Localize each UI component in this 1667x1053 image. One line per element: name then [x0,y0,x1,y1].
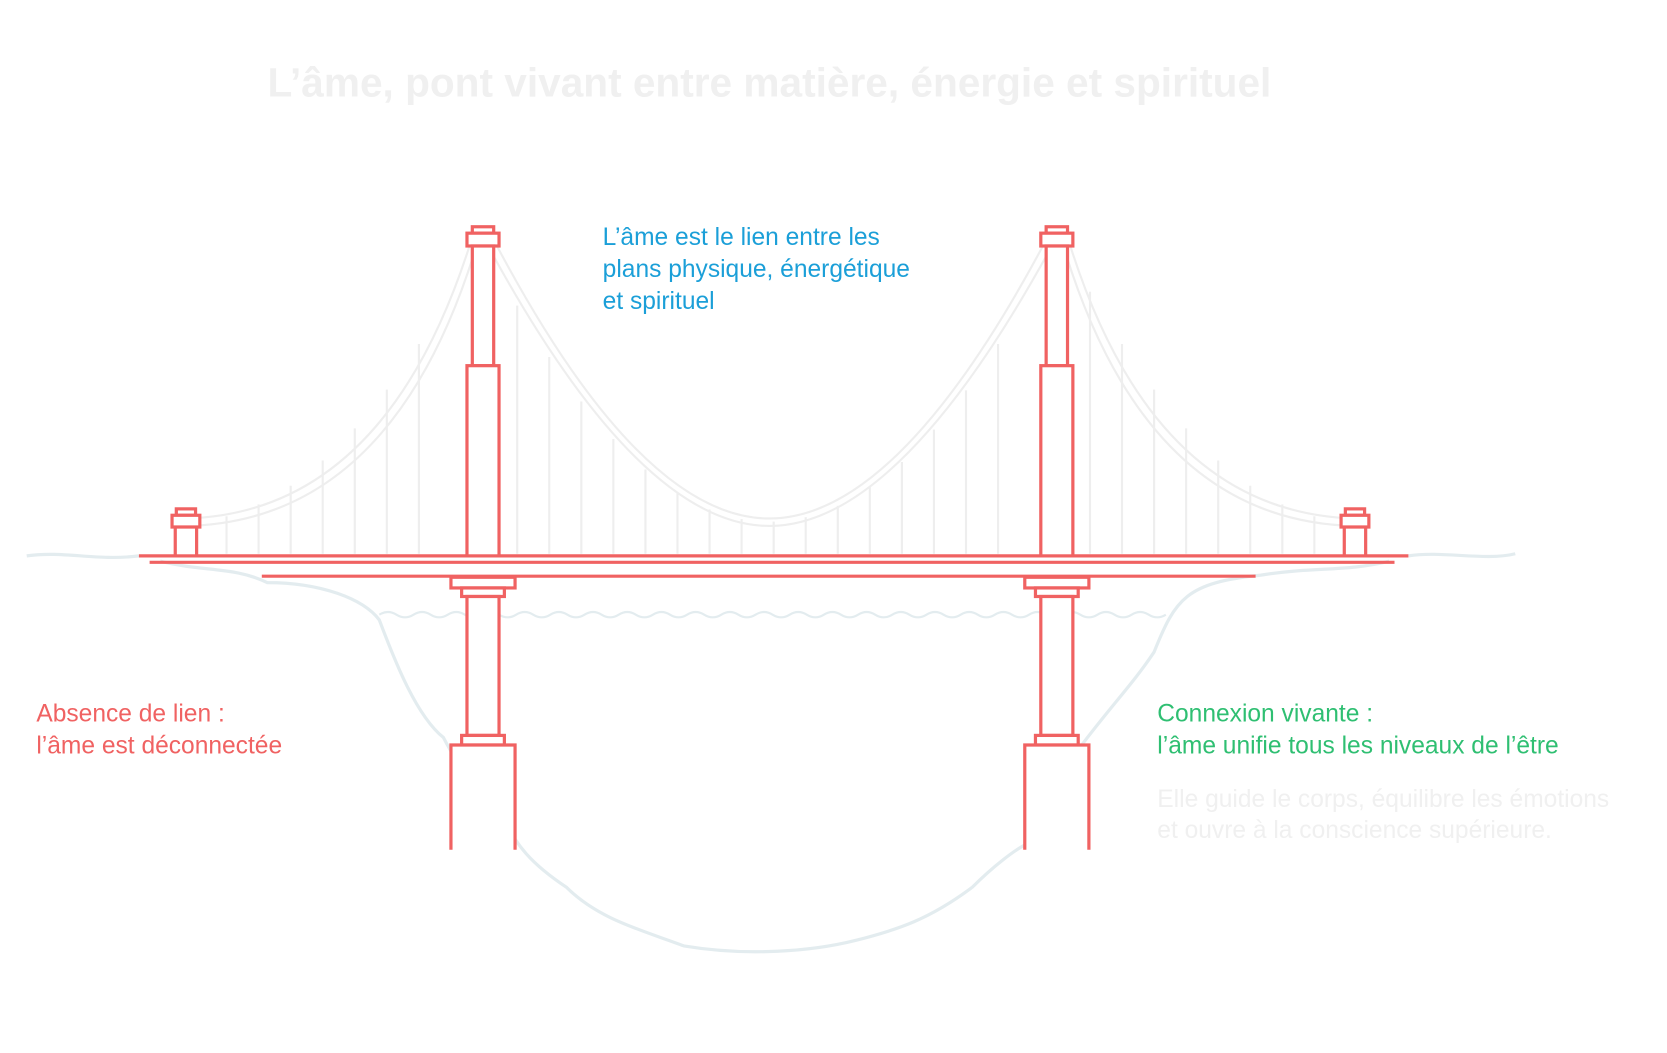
suspender-lines [225,291,1316,554]
gorge-outline [26,552,1516,954]
left-note-line: Absence de lien : [36,701,224,728]
center-note-line: et spirituel [603,288,715,315]
tower-left [449,225,517,850]
diagram-title: L’âme, pont vivant entre matière, énergi… [267,59,1271,105]
center-note-line: plans physique, énergétique [603,256,910,283]
tower-right [1023,225,1091,850]
center-note: L’âme est le lien entre les plans physiq… [603,224,910,315]
right-note-line: l’âme unifie tous les niveaux de l’être [1157,733,1558,760]
left-note: Absence de lien : l’âme est déconnectée [36,701,282,760]
right-note: Connexion vivante : l’âme unifie tous le… [1157,701,1609,844]
center-note-line: L’âme est le lien entre les [603,224,880,251]
end-post-right [1339,507,1371,558]
right-note-line: Connexion vivante : [1157,701,1373,728]
right-note-detail: et ouvre à la conscience supérieure. [1157,817,1552,844]
water-line [378,610,1167,619]
left-note-line: l’âme est déconnectée [36,733,282,760]
end-post-left [170,507,202,558]
suspension-cables [185,243,1356,528]
right-note-detail: Elle guide le corps, équilibre les émoti… [1157,786,1609,813]
bridge-deck [138,554,1409,578]
